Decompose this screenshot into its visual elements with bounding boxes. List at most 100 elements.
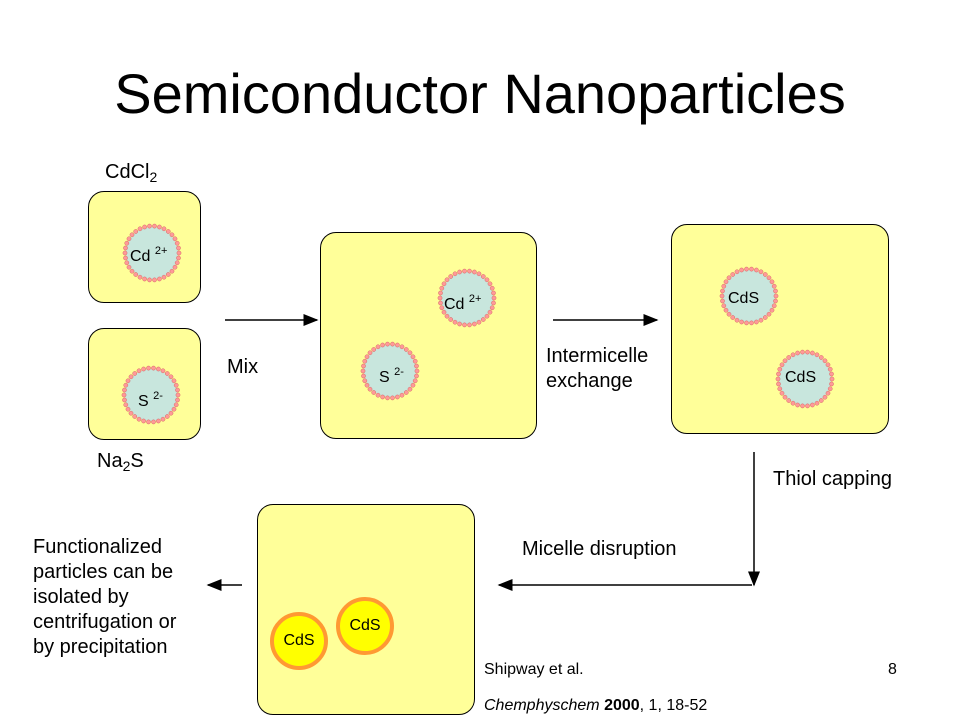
cdcl2-label: CdCl2 bbox=[105, 161, 158, 185]
surfactant-head bbox=[147, 223, 152, 229]
surfactant-head bbox=[800, 403, 805, 409]
surfactant-head bbox=[129, 232, 135, 238]
surfactant-head bbox=[146, 365, 151, 371]
surfactant-head bbox=[777, 386, 783, 392]
surfactant-head bbox=[744, 320, 749, 326]
surfactant-head bbox=[758, 317, 764, 323]
surfactant-head bbox=[822, 394, 828, 400]
surfactant-head bbox=[775, 376, 781, 382]
surfactant-head bbox=[726, 311, 732, 317]
surfactant-head bbox=[169, 232, 175, 238]
surfactant-head bbox=[786, 398, 792, 403]
surfactant-head bbox=[152, 277, 157, 283]
surfactant-head bbox=[176, 255, 181, 261]
surfactant-head bbox=[161, 226, 167, 232]
surfactant-head bbox=[448, 274, 454, 279]
surfactant-head bbox=[122, 387, 127, 393]
cds-micelle-2 bbox=[775, 349, 835, 409]
surfactant-head bbox=[771, 303, 777, 309]
mixed-cd-micelle bbox=[437, 268, 497, 328]
surfactant-head bbox=[827, 366, 833, 372]
surfactant-head bbox=[491, 300, 496, 306]
surfactant-head bbox=[399, 392, 405, 398]
surfactant-head bbox=[457, 321, 462, 327]
surfactant-head bbox=[723, 279, 729, 285]
micelle-disruption-label: Micelle disruption bbox=[522, 538, 677, 560]
surfactant-head bbox=[444, 277, 450, 283]
surfactant-head bbox=[125, 406, 131, 412]
surfactant-head bbox=[371, 347, 377, 352]
surfactant-head bbox=[814, 400, 820, 406]
surfactant-head bbox=[175, 387, 180, 393]
surfactant-head bbox=[437, 295, 443, 301]
surfactant-head bbox=[380, 394, 385, 400]
surfactant-head bbox=[790, 352, 796, 358]
slide-title: Semiconductor Nanoparticles bbox=[114, 62, 846, 125]
surfactant-head bbox=[175, 392, 181, 398]
surfactant-head bbox=[480, 317, 486, 322]
cd-ion-label: Cd 2+ bbox=[130, 245, 168, 265]
surfactant-head bbox=[146, 419, 151, 425]
surfactant-head bbox=[171, 406, 177, 412]
thiol-capping-label: Thiol capping bbox=[773, 468, 892, 490]
cds-micelle-box bbox=[671, 224, 889, 434]
surfactant-head bbox=[125, 378, 131, 384]
surfactant-head bbox=[814, 352, 820, 358]
surfactant-head bbox=[164, 371, 170, 376]
surfactant-head bbox=[739, 319, 744, 325]
surfactant-head bbox=[123, 402, 129, 408]
surfactant-head bbox=[749, 266, 754, 272]
surfactant-head bbox=[825, 362, 831, 368]
surfactant-head bbox=[161, 274, 167, 280]
surfactant-head bbox=[769, 307, 775, 313]
surfactant-head bbox=[491, 295, 497, 301]
surfactant-head bbox=[462, 268, 467, 274]
surfactant-head bbox=[168, 410, 174, 416]
surfactant-head bbox=[758, 269, 764, 275]
surfactant-head bbox=[123, 382, 129, 388]
surfactant-head bbox=[448, 317, 454, 322]
surfactant-head bbox=[829, 376, 835, 382]
intermicelle-label: Intermicelle exchange bbox=[546, 345, 649, 392]
surfactant-head bbox=[414, 368, 420, 374]
surfactant-head bbox=[763, 272, 768, 277]
surfactant-head bbox=[122, 250, 128, 256]
micelle-core bbox=[441, 272, 493, 324]
na2s-label: Na2S bbox=[97, 450, 144, 474]
surfactant-head bbox=[484, 313, 490, 319]
surfactant-head bbox=[175, 397, 180, 403]
mix-label: Mix bbox=[227, 356, 259, 378]
surfactant-head bbox=[777, 366, 783, 372]
surfactant-head bbox=[782, 358, 788, 364]
surfactant-head bbox=[721, 283, 727, 289]
surfactant-head bbox=[472, 321, 477, 327]
surfactant-head bbox=[412, 358, 418, 364]
surfactant-head bbox=[766, 275, 772, 281]
surfactant-head bbox=[819, 398, 824, 403]
cds-particle-1: CdS bbox=[270, 612, 328, 670]
surfactant-head bbox=[457, 269, 462, 275]
surfactant-head bbox=[156, 366, 161, 372]
surfactant-head bbox=[779, 362, 785, 368]
micelle-core bbox=[126, 227, 178, 279]
surfactant-head bbox=[172, 264, 178, 270]
surfactant-head bbox=[395, 394, 400, 400]
surfactant-head bbox=[136, 368, 142, 374]
surfactant-head bbox=[476, 271, 482, 277]
surfactant-head bbox=[132, 414, 137, 419]
surfactant-head bbox=[786, 355, 792, 360]
surfactant-head bbox=[810, 350, 815, 356]
surfactant-head bbox=[360, 368, 366, 374]
surfactant-head bbox=[439, 285, 445, 291]
surfactant-head bbox=[157, 276, 162, 282]
surfactant-head bbox=[795, 402, 800, 408]
surfactant-head bbox=[156, 418, 161, 424]
surfactant-head bbox=[128, 410, 134, 416]
surfactant-head bbox=[367, 386, 373, 392]
surfactant-head bbox=[414, 363, 419, 369]
surfactant-head bbox=[133, 229, 138, 234]
surfactant-head bbox=[782, 394, 788, 400]
surfactant-head bbox=[371, 390, 377, 395]
surfactant-head bbox=[444, 313, 450, 319]
citation: Shipway et al. Chemphyschem 2000, 1, 18-… bbox=[484, 652, 707, 724]
